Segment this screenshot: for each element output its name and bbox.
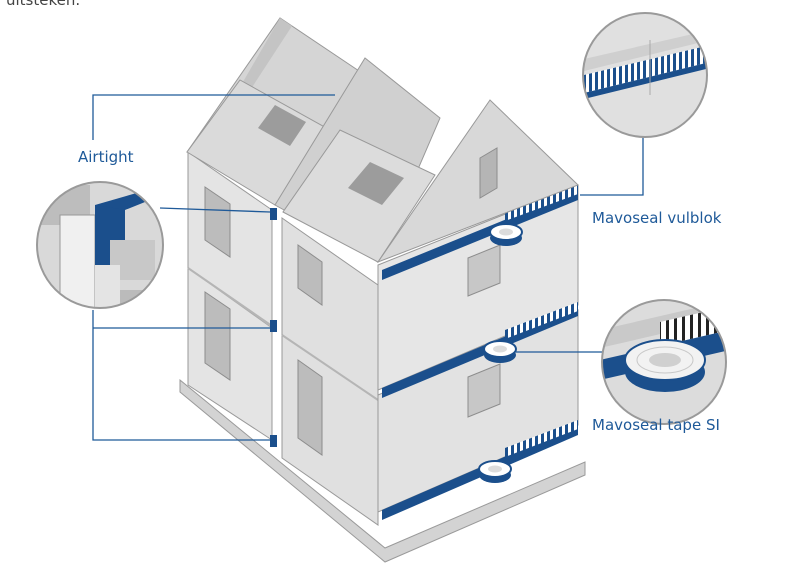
detail-circle-vulblok: [582, 12, 708, 138]
left-modules: [187, 151, 379, 526]
tape-roll-bottom: [478, 460, 512, 483]
front-modules: [377, 184, 579, 520]
tape-roll-top: [489, 223, 523, 246]
detail-circle-tape: [601, 299, 727, 425]
cut-off-caption: uitsteken.: [6, 0, 81, 9]
detail-circle-airtight: [36, 181, 164, 309]
base-slab: [179, 378, 586, 563]
label-mavoseal-vulblok: Mavoseal vulblok: [592, 209, 722, 227]
label-airtight: Airtight: [78, 148, 134, 166]
roofs: [186, 17, 579, 264]
tape-roll-middle: [483, 340, 517, 363]
callout-lines: [92, 94, 644, 441]
label-mavoseal-tape: Mavoseal tape SI: [592, 416, 720, 434]
